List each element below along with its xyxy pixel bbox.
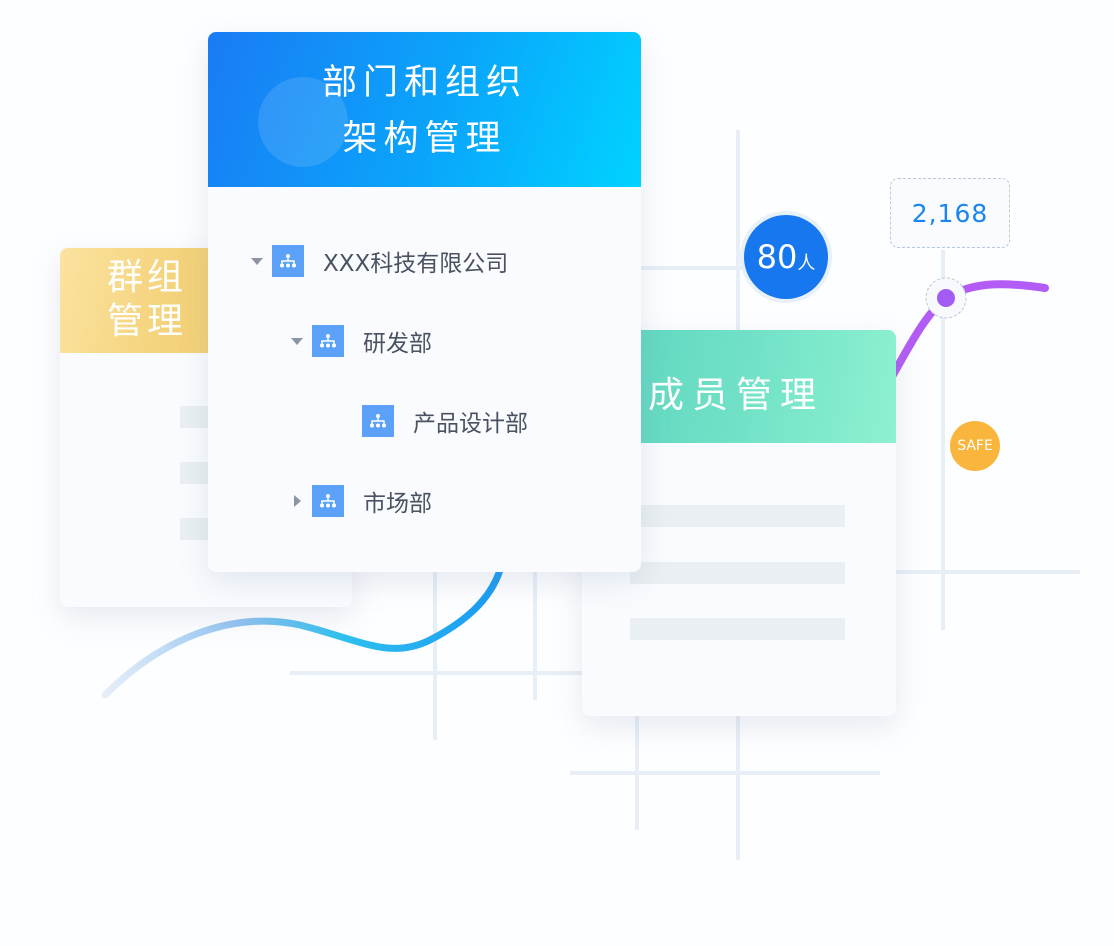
- placeholder-line: [630, 505, 845, 527]
- safe-label: SAFE: [957, 438, 993, 454]
- org-structure-card: 部门和组织 架构管理 XXX科技有限公司 研发部 产品设计部 市场部: [208, 32, 641, 572]
- tree-node-label: 产品设计部: [413, 411, 528, 437]
- tree-node-company[interactable]: XXX科技有限公司: [247, 245, 508, 277]
- org-chart-icon: [272, 245, 304, 277]
- expand-caret-down-icon[interactable]: [287, 325, 307, 357]
- people-count-badge: 80 人: [744, 215, 828, 299]
- org-chart-icon: [312, 325, 344, 357]
- tree-node-label: 研发部: [363, 331, 432, 357]
- tree-node-label: 市场部: [363, 491, 432, 517]
- tree-node-marketing[interactable]: 市场部: [287, 485, 432, 517]
- tree-node-product-design[interactable]: 产品设计部: [337, 405, 528, 437]
- group-card-title: 群组管理: [107, 257, 188, 342]
- value-tooltip: 2,168: [890, 178, 1010, 248]
- member-card-header: 成员管理: [582, 330, 896, 443]
- member-card-title: 成员管理: [648, 375, 825, 416]
- org-card-header: 部门和组织 架构管理: [208, 32, 641, 187]
- tree-node-rnd[interactable]: 研发部: [287, 325, 432, 357]
- org-card-title-line1: 部门和组织: [321, 63, 527, 103]
- expand-caret-down-icon[interactable]: [247, 245, 267, 277]
- tree-node-label: XXX科技有限公司: [323, 251, 509, 277]
- tooltip-value: 2,168: [911, 198, 989, 228]
- placeholder-line: [630, 562, 845, 584]
- placeholder-line: [630, 618, 845, 640]
- decorative-blob: [258, 77, 348, 167]
- org-card-title-line2: 架构管理: [342, 119, 507, 159]
- data-point: [937, 289, 955, 307]
- blue-trend-curve: [101, 566, 504, 699]
- purple-trend-curve: [886, 280, 1049, 384]
- people-unit: 人: [797, 253, 816, 274]
- expand-caret-right-icon[interactable]: [287, 485, 307, 517]
- people-count: 80: [756, 238, 798, 276]
- org-chart-icon: [312, 485, 344, 517]
- org-chart-icon: [362, 405, 394, 437]
- safe-badge: SAFE: [950, 421, 1000, 471]
